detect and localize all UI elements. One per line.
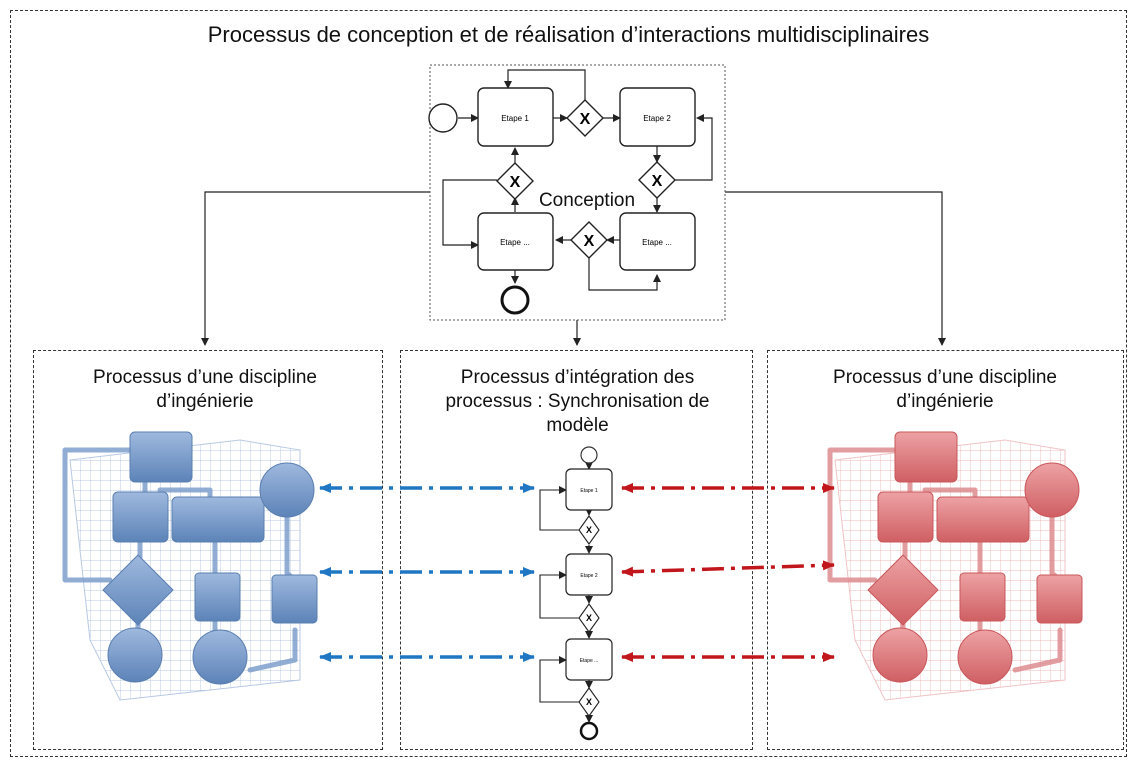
gateway-x-icon: X: [652, 173, 663, 190]
gateway-x-icon: X: [586, 697, 592, 707]
gateway-x-icon: X: [584, 233, 595, 250]
right-process-illustration: [827, 431, 1083, 701]
sync-step-3: Etape ...: [580, 658, 599, 664]
conception-step-4: Etape ...: [642, 238, 672, 247]
sync-step-1: Etape 1: [580, 488, 597, 494]
middle-panel: [400, 350, 753, 750]
conception-step-1: Etape 1: [501, 114, 529, 123]
right-panel-title: Processus d’une discipline d’ingénierie: [833, 367, 1057, 412]
gateway-x-icon: X: [586, 613, 592, 623]
left-panel: [33, 350, 383, 750]
middle-panel-title: Processus d’intégration des processus : …: [445, 367, 710, 436]
conception-step-3: Etape ...: [500, 238, 530, 247]
conception-gateways: [496, 99, 676, 259]
red-sync-arrows: [621, 483, 835, 662]
blue-sync-arrows: [319, 483, 535, 662]
gateway-x-icon: X: [586, 525, 592, 535]
left-process-illustration: [62, 431, 318, 701]
outer-frame: [10, 10, 1127, 757]
conception-step-2: Etape 2: [643, 114, 671, 123]
right-panel: [767, 350, 1124, 750]
conception-to-panels-connectors: [201, 191, 946, 346]
conception-label: Conception: [539, 190, 635, 211]
left-panel-title: Processus d’une discipline d’ingénierie: [93, 367, 317, 412]
sync-process: Etape 1 Etape 2 Etape ... X X X: [539, 446, 613, 741]
page-title: Processus de conception et de réalisatio…: [207, 22, 930, 47]
conception-process: Etape 1 Etape 2 Etape ... Etape ... X X …: [428, 64, 726, 321]
gateway-x-icon: X: [580, 111, 591, 128]
sync-step-2: Etape 2: [580, 573, 597, 579]
gateway-x-icon: X: [510, 174, 521, 191]
